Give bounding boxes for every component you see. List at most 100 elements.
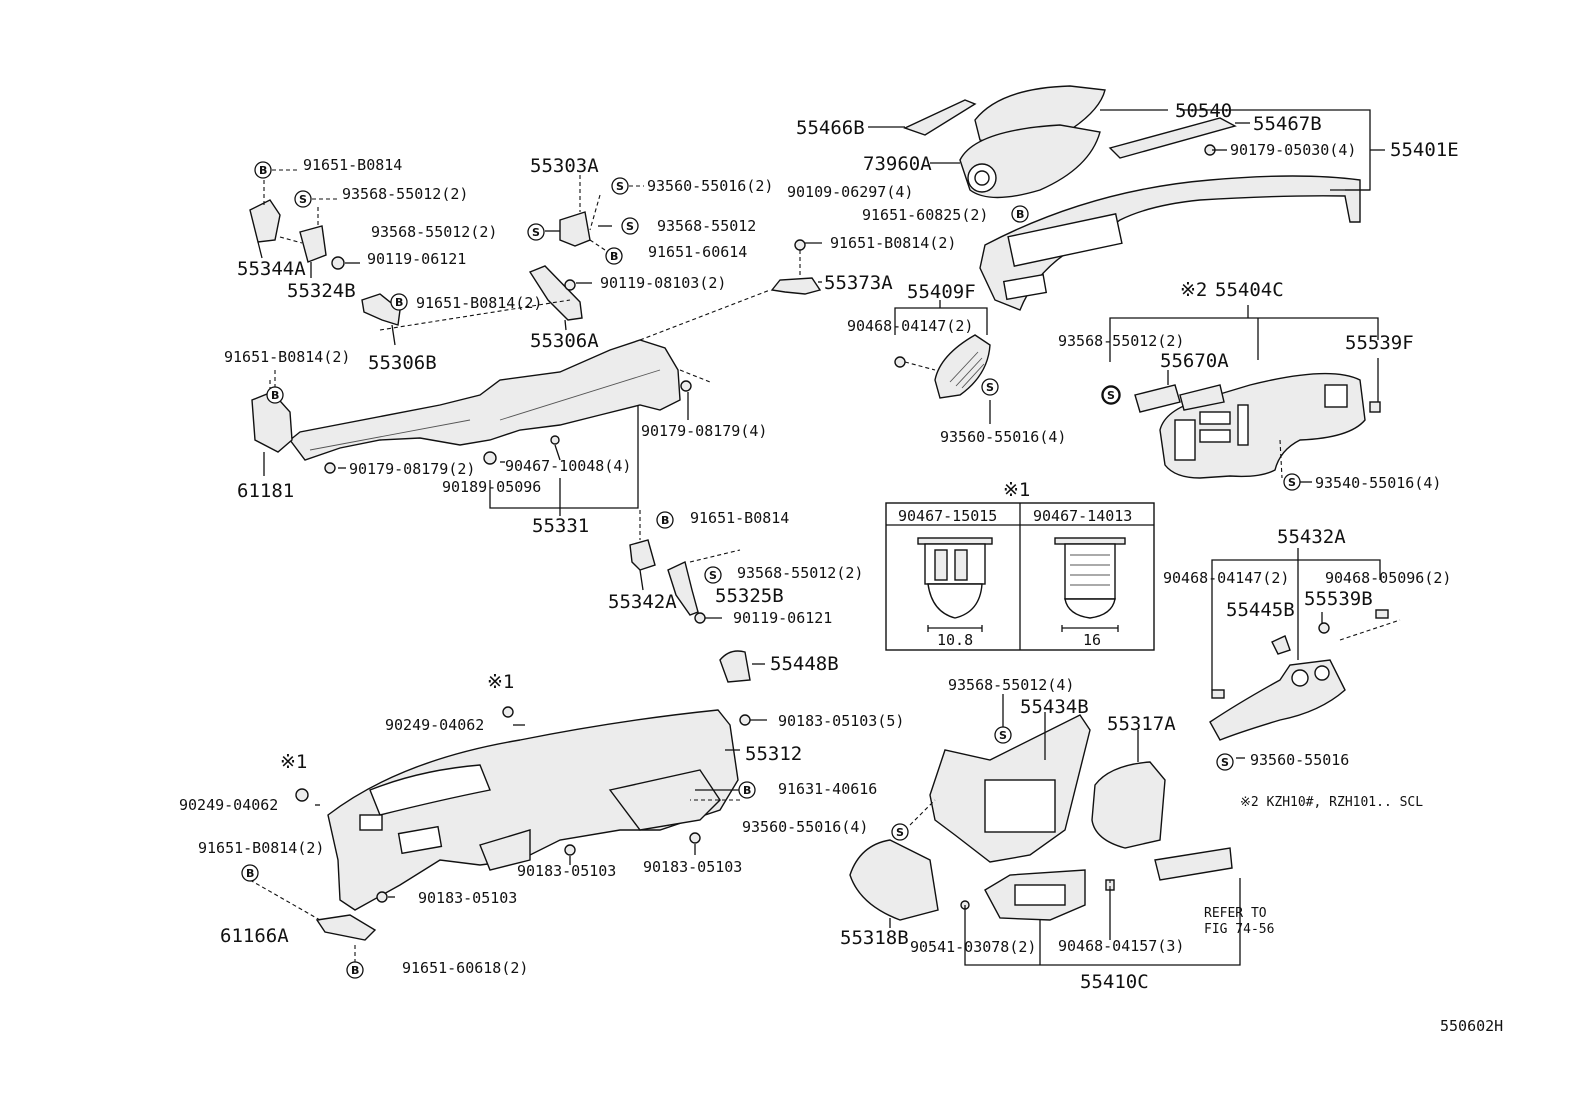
label-90183-05103-a: 90183-05103 [517, 862, 616, 880]
label-50540: 50540 [1175, 100, 1232, 122]
label-55325B: 55325B [715, 585, 784, 607]
svg-text:S: S [1107, 389, 1115, 402]
svg-text:S: S [896, 826, 904, 839]
bolt-symbol: B [346, 961, 364, 979]
table-dim1: 10.8 [937, 631, 973, 649]
label-91651-B0814-2c: 91651-B0814(2) [224, 348, 350, 366]
label-61166A: 61166A [220, 925, 289, 947]
label-90468-04147-a: 90468-04147(2) [847, 317, 973, 335]
svg-text:B: B [610, 250, 618, 263]
diagram-code: 550602H [1440, 1017, 1503, 1035]
box-55318B [849, 839, 939, 921]
svg-text:B: B [351, 964, 359, 977]
label-91651-60618: 91651-60618(2) [402, 959, 528, 977]
bolt-symbol: B [390, 293, 408, 311]
svg-text:B: B [259, 164, 267, 177]
label-mark2: ※2 [1180, 279, 1207, 301]
svg-text:S: S [1221, 756, 1229, 769]
screw-symbol: S [1102, 386, 1120, 404]
label-93540-55016: 93540-55016(4) [1315, 474, 1441, 492]
lower-center-group [849, 694, 1241, 966]
screw-symbol: S [611, 177, 629, 195]
svg-text:B: B [1016, 208, 1024, 221]
label-91651-B0814-d: 91651-B0814 [690, 509, 789, 527]
svg-text:S: S [999, 729, 1007, 742]
label-55344A: 55344A [237, 258, 306, 280]
label-55410C: 55410C [1080, 971, 1149, 993]
duct-55467B [1108, 117, 1237, 159]
screw-symbol: S [704, 566, 722, 584]
svg-text:S: S [616, 180, 624, 193]
bracket-55303A [559, 211, 591, 247]
svg-text:B: B [271, 389, 279, 402]
label-90183-05103-b: 90183-05103 [643, 858, 742, 876]
label-55539B: 55539B [1304, 588, 1373, 610]
label-93568-55012-d: 93568-55012(2) [1058, 332, 1184, 350]
label-55317A: 55317A [1107, 713, 1176, 735]
bolt-symbol: B [266, 386, 284, 404]
label-90179-08179-4: 90179-08179(4) [641, 422, 767, 440]
screw-symbol: S [621, 217, 639, 235]
bolt-90119-06121 [331, 256, 345, 270]
label-93568-55012-e: 93568-55012(2) [737, 564, 863, 582]
knob-55445B [1271, 635, 1291, 655]
label-55331: 55331 [532, 515, 589, 537]
label-55670A: 55670A [1160, 350, 1229, 372]
label-90119-06121-a: 90119-06121 [367, 250, 466, 268]
screw-symbol: S [294, 190, 312, 208]
label-93568-55012-4: 93568-55012(4) [948, 676, 1074, 694]
bolt-symbol: B [241, 864, 259, 882]
bolt-symbol: B [254, 161, 272, 179]
register-55409F-group [894, 300, 991, 424]
table-mark: ※1 [1003, 479, 1030, 501]
label-55445B: 55445B [1226, 599, 1295, 621]
label-55342A: 55342A [608, 591, 677, 613]
label-93560-55016-4b: 93560-55016(4) [742, 818, 868, 836]
bracket-55342A [629, 539, 656, 571]
screw-symbol: S [1216, 753, 1234, 771]
bolt-symbol: B [738, 781, 756, 799]
label-91651-B0814-2b: 91651-B0814(2) [830, 234, 956, 252]
table-col2: 90467-14013 [1033, 507, 1132, 525]
bolt-symbol: B [1011, 205, 1029, 223]
note-mark2: ※2 KZH10#, RZH101.. SCL [1240, 795, 1423, 810]
label-refer-1: REFER TO [1204, 906, 1267, 921]
label-93560-55016-a: 93560-55016 [1250, 751, 1349, 769]
label-55312: 55312 [745, 743, 802, 765]
label-55324B: 55324B [287, 280, 356, 302]
label-55306A: 55306A [530, 330, 599, 352]
bracket-55306A [528, 265, 583, 321]
side-brackets [629, 510, 741, 624]
center-bracket-group [528, 175, 822, 331]
fastener-symbols: B S B B S S S B B S S S B S S B B B S S [241, 161, 1301, 979]
bracket-55373A [770, 277, 822, 295]
panel-body [327, 709, 739, 911]
label-55448B: 55448B [770, 653, 839, 675]
bracket-55306B [361, 293, 401, 326]
label-91651-B0814-a: 91651-B0814 [303, 156, 402, 174]
instrument-panel-55312 [249, 706, 767, 962]
label-91651-60614: 91651-60614 [648, 243, 747, 261]
label-90183-05103-5: 90183-05103(5) [778, 712, 904, 730]
label-90541-03078: 90541-03078(2) [910, 938, 1036, 956]
label-55539F: 55539F [1345, 332, 1414, 354]
bolt-symbol: B [605, 247, 623, 265]
clip-table [885, 502, 1155, 651]
lower-panel-55432A [1209, 659, 1346, 741]
label-55318B: 55318B [840, 927, 909, 949]
box-55317A [1091, 761, 1166, 849]
lower-panel-55432A-group [1209, 548, 1401, 759]
label-55306B: 55306B [368, 352, 437, 374]
label-90467-10048: 90467-10048(4) [505, 457, 631, 475]
svg-text:B: B [743, 784, 751, 797]
bracket-55344A [249, 199, 281, 243]
reinforcement-beam [289, 339, 681, 461]
label-55434B: 55434B [1020, 696, 1089, 718]
table-col1: 90467-15015 [898, 507, 997, 525]
label-55373A: 55373A [824, 272, 893, 294]
panel-glovebox-opening [369, 764, 491, 816]
radio-unit [1154, 847, 1233, 881]
label-55401E: 55401E [1390, 139, 1459, 161]
svg-text:S: S [299, 193, 307, 206]
labels: 55466B 50540 55467B 73960A 90179-05030(4… [179, 100, 1503, 1035]
